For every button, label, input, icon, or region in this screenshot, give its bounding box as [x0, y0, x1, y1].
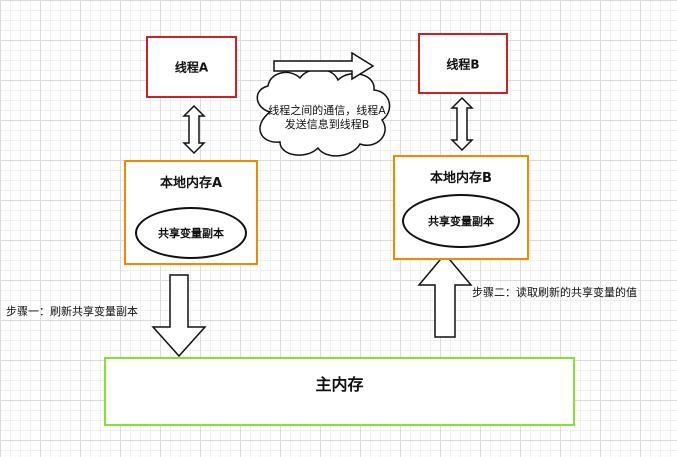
thread-a-label: 线程A: [174, 60, 209, 75]
down-arrow-icon: [151, 274, 207, 358]
step-two-label: 步骤二：读取刷新的共享变量的值: [472, 286, 637, 299]
double-arrow-a-icon: [182, 104, 206, 155]
local-memory-b-box: 本地内存B 共享变量副本: [393, 155, 529, 260]
step-one-label: 步骤一：刷新共享变量副本: [6, 305, 138, 318]
local-memory-b-title: 本地内存B: [430, 171, 492, 186]
up-arrow-icon: [417, 252, 473, 338]
communication-note: 线程之间的通信，线程A发送信息到线程B: [268, 104, 386, 131]
local-memory-a-title: 本地内存A: [159, 176, 223, 191]
main-memory-box: 主内存: [104, 357, 575, 426]
shared-variable-copy-b: 共享变量副本: [402, 194, 520, 248]
right-arrow-icon: [273, 51, 375, 81]
thread-b-label: 线程B: [446, 57, 480, 71]
message-cloud-shape: [256, 68, 391, 157]
shared-variable-copy-a: 共享变量副本: [135, 207, 247, 259]
thread-a-box: 线程A: [146, 36, 237, 98]
thread-b-box: 线程B: [418, 33, 508, 94]
main-memory-label: 主内存: [315, 375, 364, 394]
double-arrow-b-icon: [450, 96, 474, 152]
local-memory-a-box: 本地内存A 共享变量副本: [124, 160, 258, 265]
